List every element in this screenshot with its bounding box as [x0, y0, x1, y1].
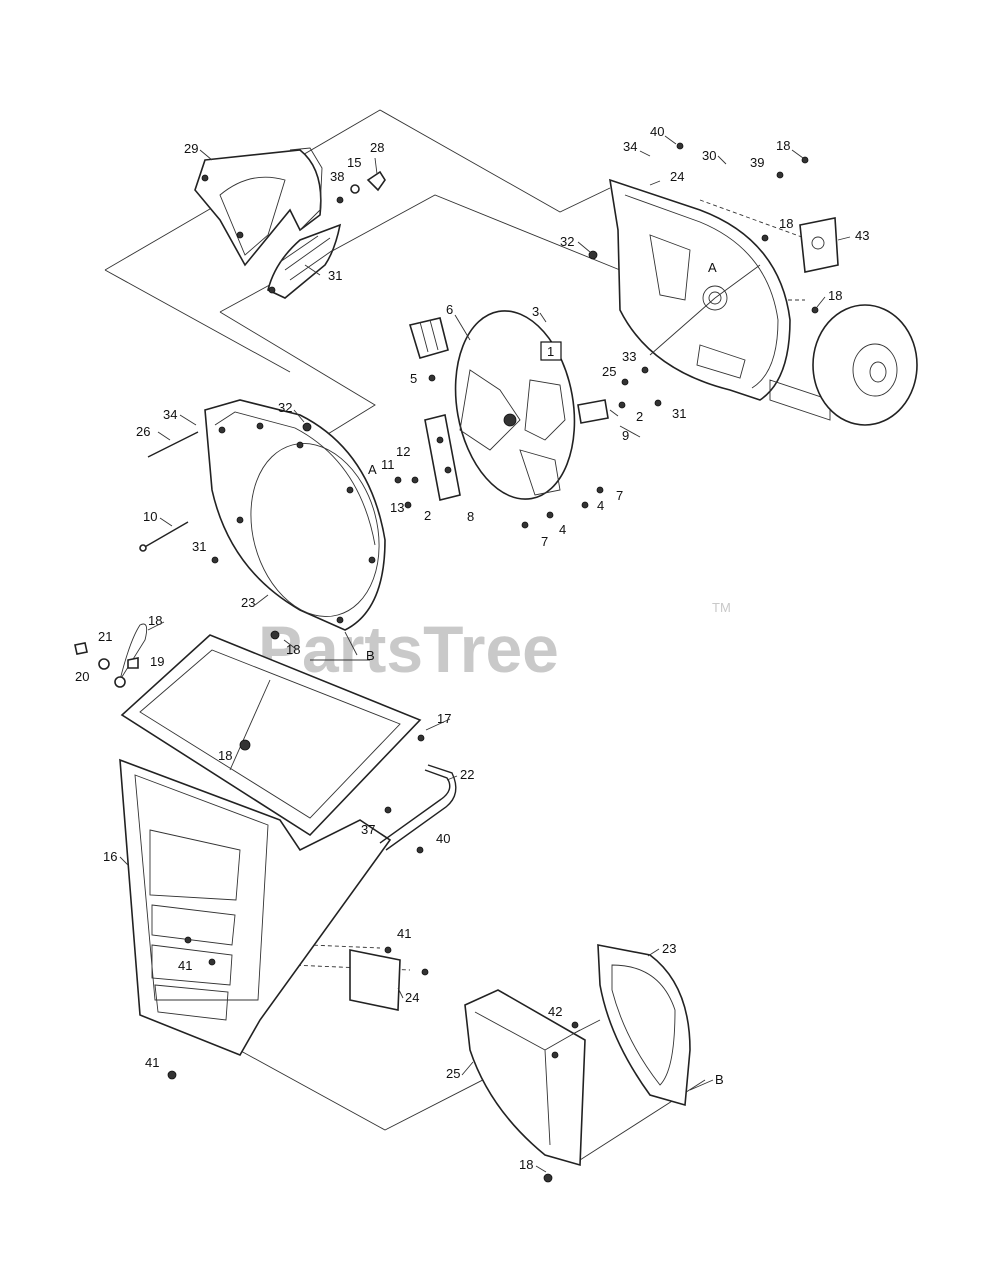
callout-18-top: 18 [776, 138, 790, 153]
lower-chute [464, 989, 586, 1167]
callout-41-top: 40 [650, 124, 664, 139]
callout-B-right: B [715, 1072, 724, 1087]
callout-13: 13 [390, 500, 404, 515]
handle [379, 764, 457, 851]
callout-36: 29 [184, 141, 198, 156]
callout-33: 33 [622, 349, 636, 364]
callout-2-right: 2 [636, 409, 643, 424]
callout-37: 30 [702, 148, 716, 163]
callout-41-bottom: 41 [145, 1055, 159, 1070]
callout-41-handle: 40 [436, 831, 450, 846]
mounting-plate [799, 217, 839, 273]
impeller-bracket [408, 317, 449, 359]
blade [424, 414, 461, 501]
watermark-brand: PartsTree [258, 612, 559, 686]
callout-2-left: 2 [424, 508, 431, 523]
callout-40-left: 38 [330, 169, 344, 184]
callout-27: 24 [670, 169, 684, 184]
housing-gasket [597, 944, 691, 1107]
callout-7-right: 7 [616, 488, 623, 503]
hopper-tray [120, 634, 422, 837]
callout-18-hopper: 18 [286, 642, 300, 657]
callout-6: 6 [446, 302, 453, 317]
callout-31-right: 31 [672, 406, 686, 421]
callout-5: 5 [410, 371, 417, 386]
callout-22: 21 [98, 629, 112, 644]
callout-4-right: 4 [597, 498, 604, 513]
callout-26: 25 [446, 1066, 460, 1081]
impeller-assembly [454, 310, 576, 500]
callout-25: 24 [405, 990, 419, 1005]
callout-8: 8 [467, 509, 474, 524]
callout-17: 18 [218, 748, 232, 763]
callout-42-right: 42 [548, 1004, 562, 1019]
hopper [119, 758, 392, 1057]
callout-24: 23 [662, 941, 676, 956]
callout-14: 15 [347, 155, 361, 170]
callout-29: 25 [602, 364, 616, 379]
upper-chute-cover [194, 147, 323, 267]
callout-35: 28 [370, 140, 384, 155]
callout-42-left: 41 [178, 958, 192, 973]
callout-4-left: 4 [559, 522, 566, 537]
callout-A-left: A [368, 462, 377, 477]
callout-23: 22 [460, 767, 474, 782]
callout-box-label: 1 [547, 344, 554, 359]
rear-housing [609, 178, 791, 401]
callout-39: 37 [361, 822, 375, 837]
callout-34-left: 34 [163, 407, 177, 422]
callout-7-left: 7 [541, 534, 548, 549]
callout-41-plate: 41 [397, 926, 411, 941]
callout-30: 26 [136, 424, 150, 439]
callout-12: 12 [396, 444, 410, 459]
callout-18-bottom: 18 [519, 1157, 533, 1172]
watermark-trademark: TM [712, 600, 731, 615]
callout-18-mid: 18 [779, 216, 793, 231]
front-housing [204, 399, 386, 631]
callout-31-left: 31 [192, 539, 206, 554]
callout-3: 3 [532, 304, 539, 319]
callout-10: 10 [143, 509, 157, 524]
callout-28: 23 [241, 595, 255, 610]
chute-deflector [267, 223, 342, 299]
callout-43: 43 [855, 228, 869, 243]
callout-32-left: 32 [278, 400, 292, 415]
callout-16: 17 [437, 711, 451, 726]
chute-hardware [336, 170, 386, 204]
callout-11: 11 [381, 457, 395, 472]
callout-20: 19 [150, 654, 164, 669]
callout-box [540, 341, 562, 361]
safety-tether [74, 623, 148, 688]
callout-40-right: 39 [750, 155, 764, 170]
callout-21: 20 [75, 669, 89, 684]
callout-B-left: B [366, 648, 375, 663]
cover-plate [349, 946, 429, 1011]
callout-9: 9 [622, 428, 629, 443]
callout-labels: 29 28 15 38 31 40 34 30 39 18 24 18 43 3… [75, 124, 869, 1172]
callout-34-top: 34 [623, 139, 637, 154]
callout-15: 16 [103, 849, 117, 864]
plate-9 [577, 399, 609, 424]
callout-38: 31 [328, 268, 342, 283]
rods [139, 431, 199, 552]
fasteners [167, 142, 819, 1183]
callout-A-right: A [708, 260, 717, 275]
wheel [769, 304, 918, 426]
callout-18-right: 18 [828, 288, 842, 303]
leader-lines [119, 135, 851, 1173]
callout-19: 18 [148, 613, 162, 628]
callout-32-right: 32 [560, 234, 574, 249]
